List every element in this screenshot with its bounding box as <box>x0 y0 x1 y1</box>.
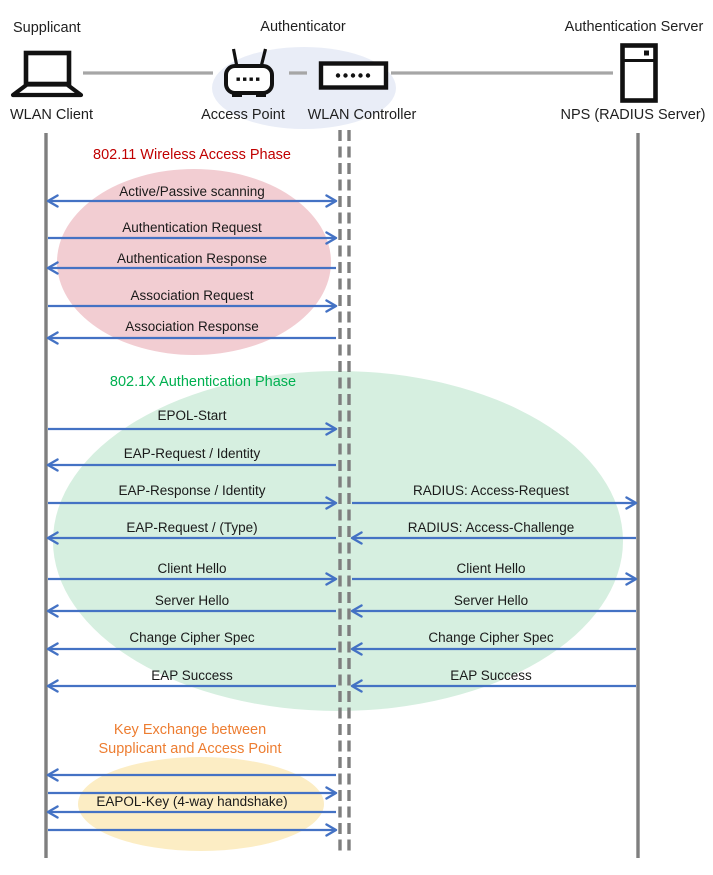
phase-title-wireless: 802.11 Wireless Access Phase <box>93 147 291 163</box>
server-icon <box>620 43 658 103</box>
msg-client-hello-left: Client Hello <box>157 561 227 576</box>
msg-eapol-key: EAPOL-Key (4-way handshake) <box>96 794 288 809</box>
msg-association-request: Association Request <box>130 288 254 303</box>
msg-eap-request-identity: EAP-Request / Identity <box>123 446 261 461</box>
msg-eap-request-type: EAP-Request / (Type) <box>126 520 258 535</box>
msg-server-hello-left: Server Hello <box>154 593 230 608</box>
phase-title-dot1x: 802.1X Authentication Phase <box>109 374 297 390</box>
msg-eap-success-right: EAP Success <box>450 668 532 683</box>
msg-authentication-request: Authentication Request <box>122 220 262 235</box>
role-supplicant: Supplicant <box>13 20 81 36</box>
node-wlan-controller: WLAN Controller <box>307 107 417 123</box>
node-wlan-client: WLAN Client <box>10 107 93 123</box>
wireless-phase-ellipse <box>57 169 331 355</box>
role-authentication-server: Authentication Server <box>564 19 704 35</box>
msg-epol-start: EPOL-Start <box>157 408 227 423</box>
msg-association-response: Association Response <box>125 319 259 334</box>
access-point-icon <box>224 48 274 97</box>
msg-change-cipher-left: Change Cipher Spec <box>129 630 255 645</box>
phase-title-key-exchange-line1: Key Exchange between <box>113 722 267 738</box>
msg-eap-response-identity: EAP-Response / Identity <box>118 483 266 498</box>
msg-radius-access-challenge: RADIUS: Access-Challenge <box>407 520 575 535</box>
msg-scanning: Active/Passive scanning <box>119 184 265 199</box>
node-nps-radius-server: NPS (RADIUS Server) <box>560 107 706 123</box>
msg-authentication-response: Authentication Response <box>116 251 268 266</box>
msg-eap-success-left: EAP Success <box>151 668 233 683</box>
dot1x-phase-ellipse <box>53 371 623 711</box>
msg-server-hello-right: Server Hello <box>453 593 529 608</box>
node-access-point: Access Point <box>201 107 285 123</box>
role-authenticator: Authenticator <box>260 19 346 35</box>
msg-radius-access-request: RADIUS: Access-Request <box>412 483 570 498</box>
message-arrows <box>46 194 638 837</box>
phase-title-key-exchange-line2: Supplicant and Access Point <box>98 741 282 757</box>
wlan-controller-icon <box>318 61 389 90</box>
key-exchange-ellipse <box>78 757 324 851</box>
phase-title-key-exchange: Key Exchange between Supplicant and Acce… <box>99 721 282 759</box>
msg-client-hello-right: Client Hello <box>456 561 526 576</box>
laptop-icon <box>10 50 84 98</box>
msg-change-cipher-right: Change Cipher Spec <box>428 630 554 645</box>
